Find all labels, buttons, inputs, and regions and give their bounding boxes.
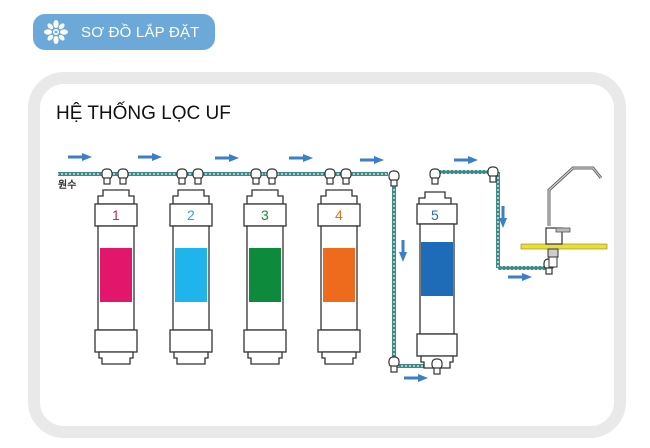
- pipe-out-bottom: [498, 266, 548, 270]
- source-label: 원수: [58, 178, 76, 191]
- panel-title: HỆ THỐNG LỌC UF: [56, 103, 231, 124]
- filter-media: [421, 242, 453, 296]
- pipe-out-down: [496, 172, 500, 268]
- badge-label: SƠ ĐỒ LẮP ĐẶT: [81, 23, 200, 41]
- flower-icon: [43, 19, 69, 45]
- filter-number: 1: [112, 207, 120, 223]
- filter-5: 5: [416, 168, 458, 375]
- pipe-down: [392, 174, 396, 360]
- filter-media: [100, 248, 132, 302]
- filter-2: 2: [169, 168, 213, 365]
- pipe-bottom: [396, 364, 436, 368]
- filter-number: 3: [261, 207, 269, 223]
- filter-3: 3: [243, 168, 287, 365]
- filters: 1 2 3 4: [94, 168, 361, 365]
- filter-1: 1: [94, 168, 138, 365]
- filter-media: [175, 248, 207, 302]
- filter-number: 2: [187, 207, 195, 223]
- filter-media: [323, 248, 355, 302]
- filter-media: [249, 248, 281, 302]
- pipe-out-top: [440, 170, 492, 174]
- inlet-pipe: [58, 172, 388, 176]
- filter-number: 5: [431, 207, 439, 223]
- faucet: [520, 166, 608, 268]
- filter-number: 4: [335, 207, 343, 223]
- counter-top: [520, 243, 608, 250]
- filter-4: 4: [317, 168, 361, 365]
- section-badge: SƠ ĐỒ LẮP ĐẶT: [33, 14, 215, 50]
